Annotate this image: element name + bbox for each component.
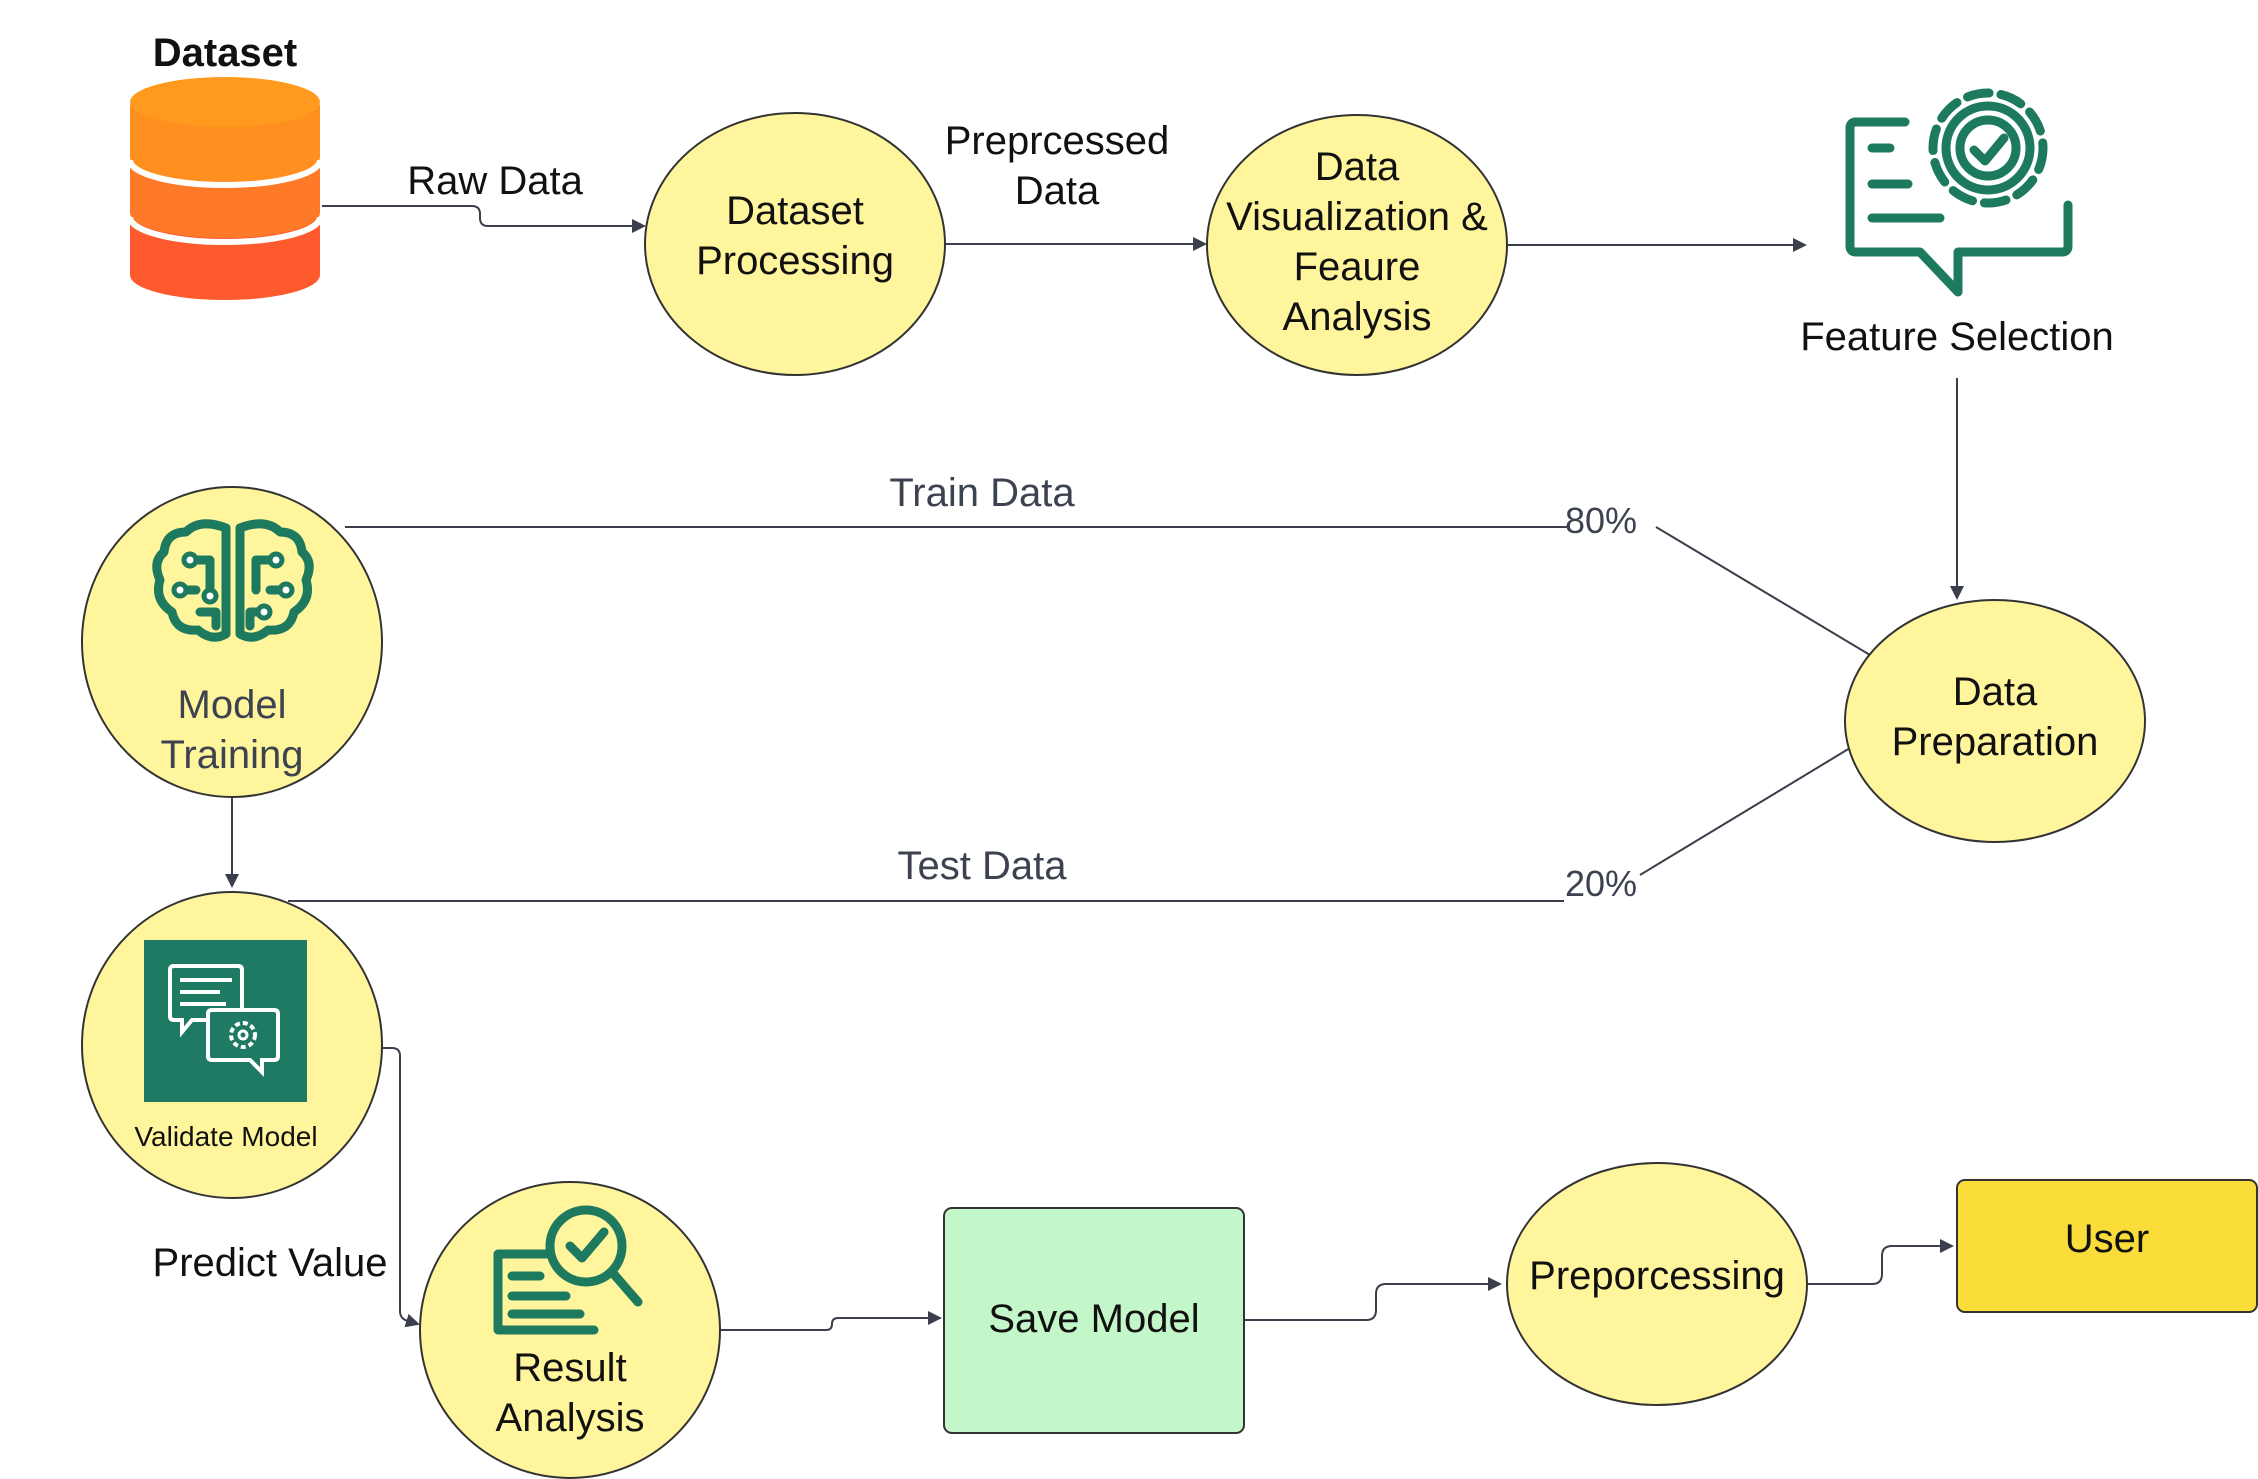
data-preparation-line2: Preparation — [1892, 720, 2099, 764]
model-training-line1: Model — [178, 683, 287, 727]
dataset-node: Dataset — [127, 31, 323, 300]
save-model-label: Save Model — [988, 1297, 1199, 1341]
test-data-label: Test Data — [898, 844, 1068, 888]
document-gear-icon — [1845, 88, 2073, 297]
user-label: User — [2065, 1217, 2149, 1261]
data-visualization-line4: Analysis — [1283, 295, 1432, 339]
data-visualization-line2: Visualization & — [1226, 195, 1488, 239]
preprocessed-label-line2: Data — [1015, 169, 1100, 213]
feature-selection-label: Feature Selection — [1800, 315, 2114, 359]
preporcessing-node: Preporcessing — [1506, 1162, 1808, 1406]
edge-predict-value — [382, 1047, 420, 1328]
test-percent-label: 20% — [1565, 863, 1637, 904]
edge-save-to-preprocessing — [1245, 1277, 1502, 1321]
validate-model-node: Validate Model — [81, 891, 383, 1199]
brain-circuit-icon — [152, 519, 314, 642]
model-training-node: Model Training — [81, 486, 383, 798]
data-preparation-line1: Data — [1953, 670, 2038, 714]
data-visualization-line3: Feaure — [1294, 245, 1421, 289]
dataset-processing-line2: Processing — [696, 239, 894, 283]
data-preparation-node: Data Preparation — [1844, 599, 2146, 843]
data-visualization-line1: Data — [1315, 145, 1400, 189]
model-training-line2: Training — [160, 733, 303, 777]
edge-train-data — [1655, 526, 1871, 656]
raw-data-label: Raw Data — [407, 159, 583, 203]
edge-test-data — [1639, 747, 1851, 876]
dataset-processing-node: Dataset Processing — [644, 112, 946, 376]
dataset-processing-line1: Dataset — [726, 189, 864, 233]
edge-result-to-save — [720, 1311, 942, 1331]
result-analysis-node: Result Analysis — [419, 1181, 721, 1479]
validate-model-label: Validate Model — [134, 1121, 317, 1152]
report-magnifier-icon — [493, 1205, 643, 1335]
result-analysis-line1: Result — [513, 1346, 626, 1390]
train-percent-label: 80% — [1565, 500, 1637, 541]
edge-raw-data — [322, 205, 646, 233]
user-node: User — [1956, 1179, 2258, 1313]
database-icon — [127, 77, 323, 300]
predict-value-label: Predict Value — [153, 1241, 388, 1285]
edge-preprocessing-to-user — [1808, 1239, 1954, 1285]
result-analysis-line2: Analysis — [496, 1396, 645, 1440]
train-data-label: Train Data — [889, 471, 1075, 515]
data-visualization-node: Data Visualization & Feaure Analysis — [1206, 114, 1508, 376]
save-model-node: Save Model — [943, 1207, 1245, 1434]
preprocessed-label-line1: Preprcessed — [945, 119, 1170, 163]
chat-settings-icon — [144, 940, 307, 1102]
dataset-title: Dataset — [153, 31, 298, 75]
preporcessing-label: Preporcessing — [1529, 1254, 1785, 1298]
feature-selection-node: Feature Selection — [1800, 88, 2114, 359]
